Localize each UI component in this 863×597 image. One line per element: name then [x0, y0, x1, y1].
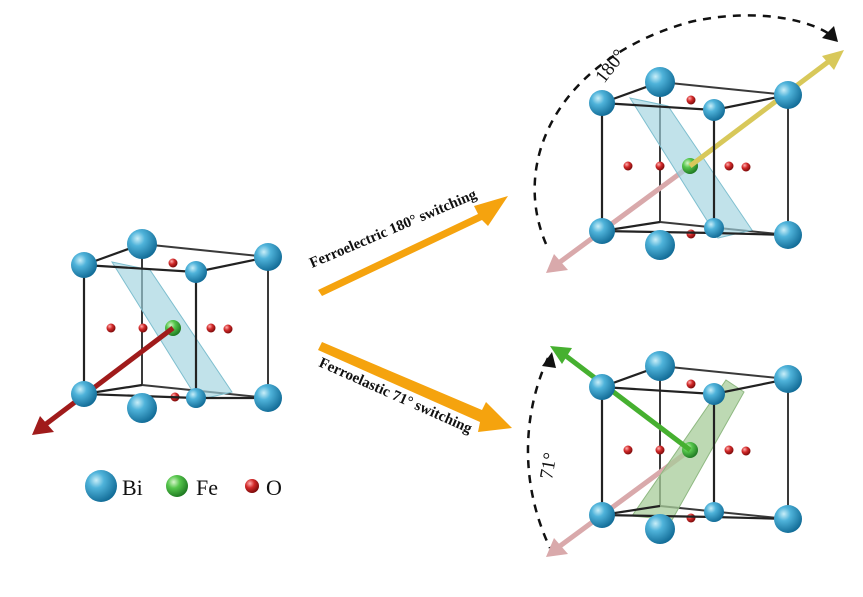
bi-atoms-71: [589, 351, 802, 544]
angle-arc-180: [533, 14, 835, 245]
ferroelectric-switch-arrow: [318, 196, 508, 296]
legend-bi-swatch: [85, 470, 117, 502]
ferroelastic-unit-cell: 71°: [526, 346, 802, 557]
angle-label-71: 71°: [536, 451, 561, 481]
ferroelastic-label: Ferroelastic 71° switching: [316, 355, 474, 437]
ferroelectric-unit-cell: 180°: [533, 14, 844, 273]
legend-fe-swatch: [166, 475, 188, 497]
angle-label-180: 180°: [591, 46, 630, 87]
initial-unit-cell: [32, 229, 282, 435]
legend: Bi Fe O: [85, 470, 282, 502]
bi-atoms: [71, 229, 282, 423]
polarization-arrow-71: [550, 346, 692, 452]
polarization-arrow-initial: [32, 326, 175, 435]
bi-atoms-180: [589, 67, 802, 260]
angle-arc-71: [526, 357, 552, 549]
ferroelastic-switch-arrow: [318, 342, 512, 432]
legend-bi-label: Bi: [122, 475, 143, 500]
legend-fe-label: Fe: [196, 475, 218, 500]
legend-o-label: O: [266, 475, 282, 500]
legend-o-swatch: [245, 479, 259, 493]
polarization-arrow-original-faded: [546, 163, 692, 273]
